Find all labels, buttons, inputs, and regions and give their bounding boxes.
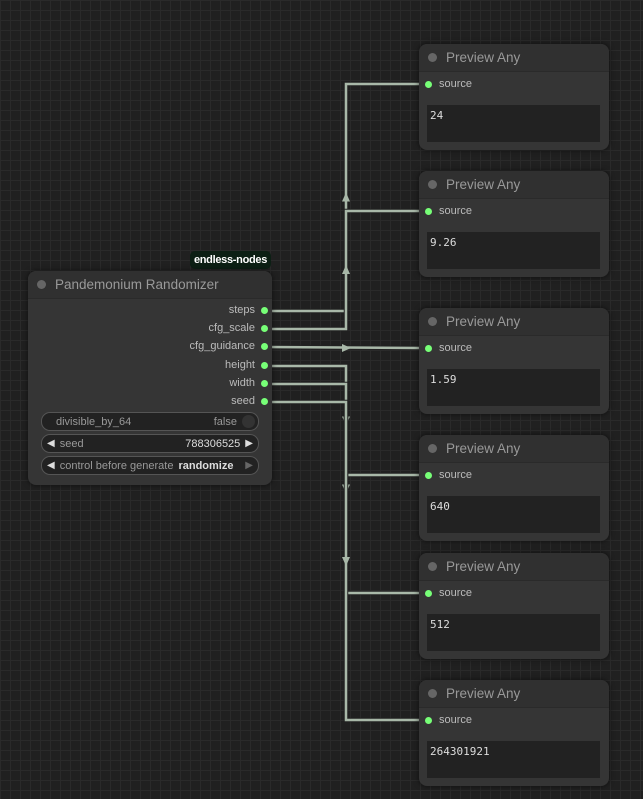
- node-title-bar[interactable]: Preview Any: [419, 553, 609, 581]
- preview-any-node[interactable]: Preview Any source 1.59: [419, 308, 609, 414]
- input-label: source: [439, 714, 473, 726]
- input-source[interactable]: source: [425, 78, 472, 90]
- input-source[interactable]: source: [425, 342, 472, 354]
- node-title: Preview Any: [446, 686, 521, 701]
- output-label: height: [225, 359, 255, 371]
- node-title: Preview Any: [446, 314, 521, 329]
- link-width: [266, 381, 420, 596]
- input-socket-icon[interactable]: [425, 344, 432, 352]
- output-label: cfg_scale: [208, 322, 255, 334]
- collapse-dot-icon[interactable]: [428, 317, 437, 326]
- collapse-dot-icon[interactable]: [428, 689, 437, 698]
- preview-any-node[interactable]: Preview Any source 24: [419, 44, 609, 150]
- output-socket-icon[interactable]: [261, 379, 268, 387]
- toggle-knob-icon: [242, 415, 255, 428]
- output-cfg-guidance[interactable]: cfg_guidance: [190, 340, 268, 352]
- output-label: seed: [231, 395, 255, 407]
- node-title: Pandemonium Randomizer: [55, 277, 219, 292]
- node-title-bar[interactable]: Preview Any: [419, 171, 609, 199]
- widget-label: seed: [59, 437, 84, 450]
- input-source[interactable]: source: [425, 714, 472, 726]
- link-arrow-icon: [342, 192, 350, 202]
- link-arrow-icon: [342, 557, 350, 566]
- input-label: source: [439, 587, 473, 599]
- input-socket-icon[interactable]: [425, 207, 432, 215]
- increment-arrow-icon[interactable]: ▶: [245, 438, 253, 449]
- collapse-dot-icon[interactable]: [428, 562, 437, 571]
- output-socket-icon[interactable]: [261, 324, 268, 332]
- input-label: source: [439, 342, 473, 354]
- output-label: steps: [228, 304, 255, 316]
- preview-any-node[interactable]: Preview Any source 264301921: [419, 680, 609, 786]
- input-source[interactable]: source: [425, 469, 472, 481]
- collapse-dot-icon[interactable]: [428, 53, 437, 62]
- widget-value: randomize: [178, 459, 234, 472]
- link-steps: [266, 81, 420, 314]
- output-seed[interactable]: seed: [231, 395, 268, 407]
- output-socket-icon[interactable]: [261, 306, 268, 314]
- control-before-generate-combo[interactable]: ◀ control before generate randomize ▶: [41, 456, 259, 475]
- input-socket-icon[interactable]: [425, 80, 432, 88]
- output-width[interactable]: width: [229, 377, 268, 389]
- link-arrow-icon: [342, 265, 350, 274]
- preview-value: 9.26: [427, 232, 600, 269]
- input-source[interactable]: source: [425, 587, 472, 599]
- output-label: cfg_guidance: [189, 340, 255, 352]
- input-label: source: [439, 78, 473, 90]
- link-arrow-icon: [342, 344, 351, 352]
- preview-value: 512: [427, 614, 600, 651]
- input-socket-icon[interactable]: [425, 716, 432, 724]
- node-title-bar[interactable]: Preview Any: [419, 308, 609, 336]
- decrement-arrow-icon[interactable]: ◀: [47, 438, 55, 449]
- output-socket-icon[interactable]: [261, 342, 268, 350]
- output-steps[interactable]: steps: [229, 304, 268, 316]
- link-seed: [266, 400, 420, 722]
- input-socket-icon[interactable]: [425, 471, 432, 479]
- preview-value: 1.59: [427, 369, 600, 406]
- input-source[interactable]: source: [425, 205, 472, 217]
- preview-any-node[interactable]: Preview Any source 9.26: [419, 171, 609, 277]
- widget-label: divisible_by_64: [56, 415, 132, 428]
- preview-any-node[interactable]: Preview Any source 512: [419, 553, 609, 659]
- seed-widget[interactable]: ◀ seed 788306525 ▶: [41, 434, 259, 453]
- divisible-by-64-toggle[interactable]: divisible_by_64 false: [41, 412, 259, 431]
- link-width: [266, 382, 420, 595]
- output-label: width: [229, 377, 255, 389]
- input-socket-icon[interactable]: [425, 589, 432, 597]
- output-socket-icon[interactable]: [261, 361, 268, 369]
- collapse-dot-icon[interactable]: [428, 444, 437, 453]
- output-cfg-scale[interactable]: cfg_scale: [209, 322, 268, 334]
- link-steps: [266, 82, 420, 313]
- node-title-bar[interactable]: Preview Any: [419, 680, 609, 708]
- next-arrow-icon[interactable]: ▶: [245, 460, 253, 471]
- node-title: Preview Any: [446, 50, 521, 65]
- input-label: source: [439, 469, 473, 481]
- collapse-dot-icon[interactable]: [37, 280, 46, 289]
- node-title-bar[interactable]: Preview Any: [419, 44, 609, 72]
- node-title-bar[interactable]: Pandemonium Randomizer: [28, 271, 272, 299]
- previous-arrow-icon[interactable]: ◀: [47, 460, 55, 471]
- widget-value: false: [213, 415, 237, 428]
- collapse-dot-icon[interactable]: [428, 180, 437, 189]
- node-title: Preview Any: [446, 559, 521, 574]
- link-seed: [266, 399, 420, 723]
- node-title: Preview Any: [446, 441, 521, 456]
- node-title: Preview Any: [446, 177, 521, 192]
- input-label: source: [439, 205, 473, 217]
- source-badge: endless-nodes: [190, 251, 271, 269]
- node-title-bar[interactable]: Preview Any: [419, 435, 609, 463]
- preview-value: 24: [427, 105, 600, 142]
- preview-value: 264301921: [427, 741, 600, 778]
- preview-any-node[interactable]: Preview Any source 640: [419, 435, 609, 541]
- preview-value: 640: [427, 496, 600, 533]
- widget-label: control before generate: [59, 459, 174, 472]
- widget-value: 788306525: [185, 437, 241, 450]
- output-height[interactable]: height: [225, 359, 268, 371]
- output-socket-icon[interactable]: [261, 397, 268, 405]
